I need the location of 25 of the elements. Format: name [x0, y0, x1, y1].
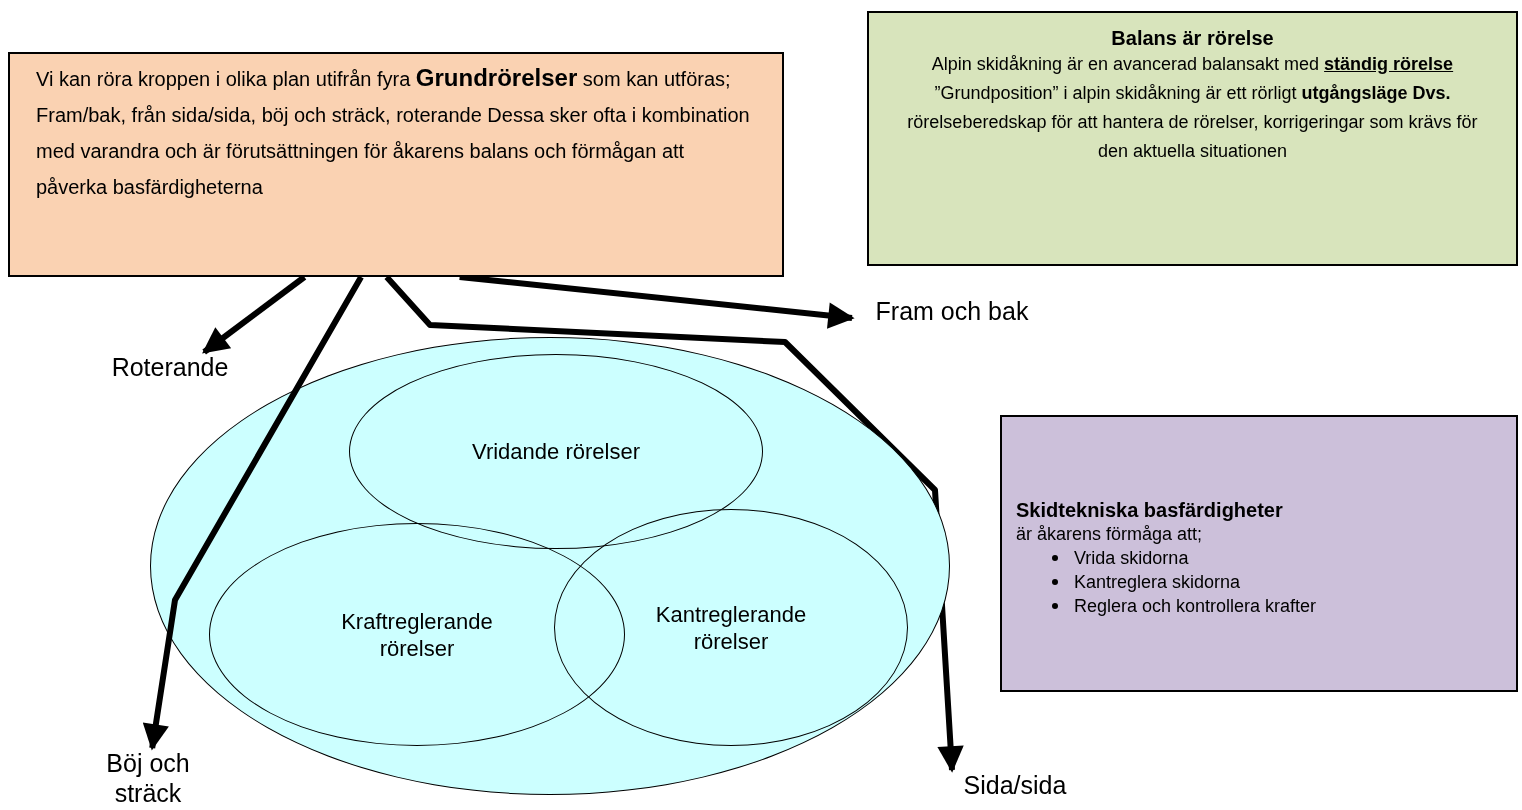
box-text: Vi kan röra kroppen i olika plan utifrån fyra Grundrörelser som kan utföras; Fram/bak, från sida/sida, böj och sträck, roterande Dessa sker ofta i kombination med varandra och är förutsättningen för åkarens balans och förmågan att påverka basfärdigheterna [36, 63, 751, 200]
category-label: Böj och sträck [78, 748, 218, 810]
arrow [459, 274, 855, 329]
arrow [202, 274, 307, 355]
box-text: Alpin skidåkning är en avancerad balansakt med ständig rörelse ”Grundposition” i alpin skidåkning är ett rörligt utgångsläge Dvs. rörelseberedskap för att hantera de rörelser, korrigeringar som krävs för den aktuella situationen [906, 53, 1479, 163]
arrow [384, 275, 964, 773]
bullet-item: Vrida skidorna [1074, 547, 1190, 570]
box-heading: Skidtekniska basfärdigheter [1016, 499, 1284, 522]
text-box [867, 11, 1518, 266]
text-box [8, 52, 784, 277]
venn-ellipse [349, 354, 763, 549]
bullet-item: Kantreglera skidorna [1074, 571, 1242, 594]
venn-ellipse [209, 523, 625, 746]
box-text: är åkarens förmåga att; [1016, 523, 1204, 546]
bullet-item: Reglera och kontrollera krafter [1074, 595, 1318, 618]
ellipse-label: Kantreglerande rörelser [654, 600, 808, 655]
ellipse-label: Kraftreglerande rörelser [340, 607, 494, 662]
venn-ellipse [554, 509, 908, 746]
ellipse-label: Vridande rörelser [472, 438, 640, 465]
box-heading: Balans är rörelse [1110, 27, 1275, 50]
category-label: Fram och bak [852, 296, 1052, 336]
text-box [1000, 415, 1518, 692]
category-label: Sida/sida [940, 770, 1090, 810]
category-label: Roterande [80, 352, 260, 392]
arrow [142, 275, 364, 751]
